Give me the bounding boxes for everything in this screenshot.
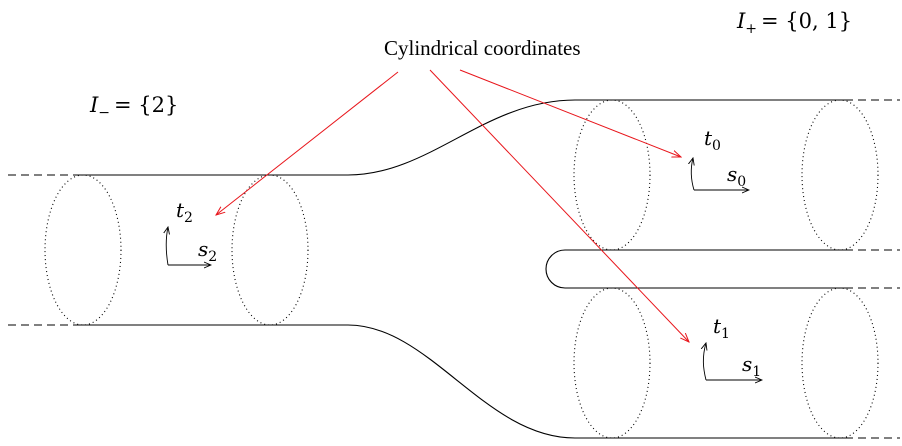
s0-name: s <box>727 162 737 186</box>
bottom-boundary <box>76 324 845 439</box>
arrow-to-t2 <box>216 71 399 215</box>
set-plus-rhs: = {0, 1} <box>761 9 852 33</box>
t1-name: t <box>713 314 722 338</box>
t1-sub: 1 <box>721 326 730 342</box>
t2-arrow <box>166 227 168 266</box>
arrow-to-t1 <box>429 69 689 342</box>
t0-arrow <box>691 158 694 191</box>
left-cylinder <box>8 174 309 326</box>
lower-ellipse-2 <box>801 287 879 439</box>
surface-outline <box>76 99 900 439</box>
s1-sub: 1 <box>752 364 761 380</box>
inner-slot <box>545 249 845 289</box>
coord-axes <box>166 158 762 380</box>
t0-sub: 0 <box>712 138 721 154</box>
set-minus-rhs: = {2} <box>114 93 178 117</box>
upper-ellipse-1 <box>573 99 651 251</box>
s1-label: s1 <box>742 352 761 380</box>
t0-label: t0 <box>704 126 721 154</box>
t0-name: t <box>704 126 713 150</box>
t1-label: t1 <box>713 314 730 342</box>
s0-label: s0 <box>727 162 746 190</box>
arrow-to-t0 <box>459 69 681 157</box>
set-minus-label: I−= {2} <box>89 93 178 121</box>
s2-name: s <box>198 237 208 261</box>
s2-sub: 2 <box>208 249 217 265</box>
s0-sub: 0 <box>737 174 746 190</box>
annotation-label: Cylindrical coordinates <box>384 36 581 60</box>
t2-sub: 2 <box>184 210 193 226</box>
left-ellipse-1 <box>44 174 122 326</box>
t2-name: t <box>176 198 185 222</box>
set-plus-label: I+= {0, 1} <box>736 9 852 37</box>
right-ellipses <box>573 99 879 439</box>
set-minus-name: I <box>89 93 99 117</box>
s1-name: s <box>742 352 752 376</box>
upper-ellipse-2 <box>801 99 879 251</box>
t1-arrow <box>703 343 706 381</box>
lower-ellipse-1 <box>573 287 651 439</box>
top-boundary <box>76 99 845 176</box>
left-ellipse-2 <box>231 174 309 326</box>
set-plus-name: I <box>736 9 746 33</box>
annotation-arrows <box>216 69 689 342</box>
set-plus-sub: + <box>745 21 757 37</box>
s2-label: s2 <box>198 237 217 265</box>
t2-label: t2 <box>176 198 193 226</box>
set-minus-sub: − <box>98 105 110 121</box>
